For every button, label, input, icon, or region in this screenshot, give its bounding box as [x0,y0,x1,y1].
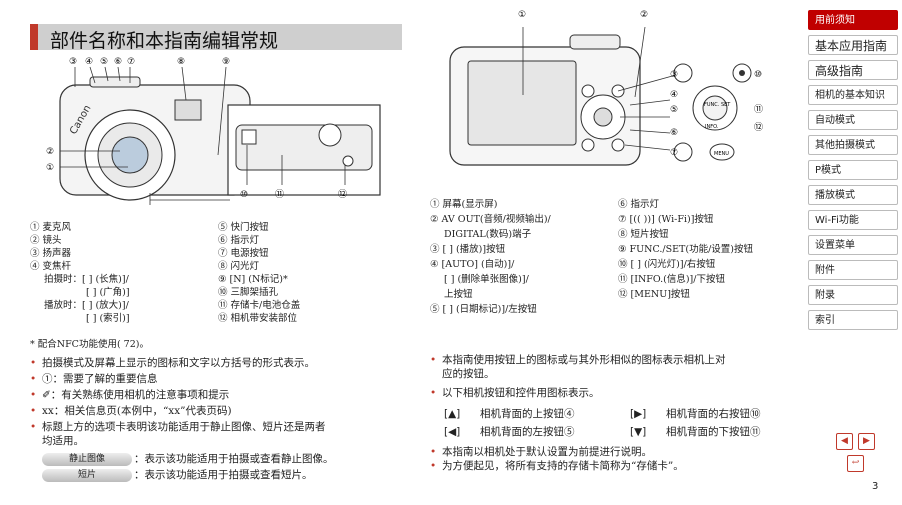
right-bullet-4: •为方便起见，将所有支持的存储卡简称为“存储卡”。 [430,460,684,472]
svg-text:②: ② [46,147,54,157]
svg-text:⑥: ⑥ [114,57,122,67]
svg-text:⑧: ⑧ [177,57,185,67]
svg-text:INFO.: INFO. [705,124,719,130]
svg-text:③: ③ [670,70,678,80]
tab-still-desc: ：表示该功能适用于拍摄或查看静止图像。 [134,453,334,465]
tab-still-image: 静止图像 [42,453,132,466]
bullet-2: •①：需要了解的重要信息 [30,373,158,385]
front-parts-list: ① 麦克风 ② 镜头 ③ 扬声器 ④ 变焦杆 拍摄时：[ ] (长焦)]/ [ … [30,222,130,324]
svg-text:①: ① [46,163,54,173]
svg-text:①: ① [518,10,526,20]
sidebar-item-advanced-guide[interactable]: 高级指南 [808,60,898,80]
svg-text:⑫: ⑫ [338,189,347,200]
back-parts-list: ① 屏幕(显示屏) ② AV OUT(音频/视频输出)/ DIGITAL(数码)… [430,199,551,315]
sidebar-item-index[interactable]: 索引 [808,310,898,330]
svg-text:③: ③ [69,57,77,67]
sidebar-item-auto-mode[interactable]: 自动模式 [808,110,898,130]
next-page-button[interactable]: ▶ [858,433,875,450]
svg-text:⑪: ⑪ [275,189,284,200]
back-button[interactable]: ↩ [847,455,864,472]
right-bullet-1: •本指南使用按钮上的图标或与其外形相似的图标表示相机上对应的按钮。 [430,354,726,380]
camera-front-illustration: Canon ③ ④ ⑤ ⑥ ⑦ ⑧ ⑨ ② ① ⑩ ⑪ ⑫ [46,57,381,205]
sidebar-item-camera-basics[interactable]: 相机的基本知识 [808,85,898,105]
title-bar [30,24,402,50]
sidebar-item-appendix[interactable]: 附录 [808,285,898,305]
svg-text:⑤: ⑤ [670,105,678,115]
button-table: [▲] 相机背面的上按钮④ [▶] 相机背面的右按钮⑩ [◀] 相机背面的左按钮… [444,408,761,438]
back-parts-list-2: ⑥ 指示灯 ⑦ [(( ))] (Wi-Fi)]按钮 ⑧ 短片按钮 ⑨ FUNC… [618,199,753,300]
svg-text:⑩: ⑩ [240,190,248,200]
svg-text:④: ④ [670,90,678,100]
svg-text:⑦: ⑦ [670,148,678,158]
sidebar-item-basic-guide[interactable]: 基本应用指南 [808,35,898,55]
svg-text:⑥: ⑥ [670,128,678,138]
camera-back-illustration: ① ② FUNC. SET INFO. MENU ③ ⑩ ④ ⑤ ⑪ ⑥ ⑫ ⑦ [449,10,763,166]
tab-movie-desc: ：表示该功能适用于拍摄或查看短片。 [134,469,313,481]
page-title: 部件名称和本指南编辑常规 [50,30,279,52]
tab-movie: 短片 [42,469,132,482]
svg-text:FUNC. SET: FUNC. SET [704,102,731,108]
right-bullet-2: •以下相机按钮和控件用图标表示。 [430,387,600,399]
page-number: 3 [872,481,879,492]
title-accent [30,24,38,50]
nfc-note: * 配合NFC功能使用( 72)。 [30,339,149,350]
sidebar-item-p-mode[interactable]: P模式 [808,160,898,180]
bullet-3: •✐：有关熟练使用相机的注意事项和提示 [30,389,230,401]
svg-text:⑤: ⑤ [100,57,108,67]
sidebar-item-wifi[interactable]: Wi-Fi功能 [808,210,898,230]
sidebar-item-other-modes[interactable]: 其他拍摄模式 [808,135,898,155]
svg-text:⑫: ⑫ [754,122,763,133]
sidebar-item-accessories[interactable]: 附件 [808,260,898,280]
bullet-4: • xx：相关信息页(本例中，“xx”代表页码) [30,405,232,417]
svg-text:⑨: ⑨ [222,57,230,67]
svg-text:MENU: MENU [714,151,729,157]
sidebar-item-before-use[interactable]: 用前须知 [808,10,898,30]
svg-text:⑩: ⑩ [754,70,762,80]
sidebar-item-playback[interactable]: 播放模式 [808,185,898,205]
svg-text:⑪: ⑪ [754,104,763,115]
bullet-5: •标题上方的选项卡表明该功能适用于静止图像、短片还是两者均适用。 [30,421,326,447]
svg-text:④: ④ [85,57,93,67]
front-parts-list-2: ⑤ 快门按钮 ⑥ 指示灯 ⑦ 电源按钮 ⑧ 闪光灯 ⑨ [N] (N标记)* ⑩… [218,222,301,324]
prev-page-button[interactable]: ◀ [836,433,853,450]
sidebar-item-setup-menu[interactable]: 设置菜单 [808,235,898,255]
svg-text:②: ② [640,10,648,20]
svg-text:⑦: ⑦ [127,57,135,67]
right-bullet-3: •本指南以相机处于默认设置为前提进行说明。 [430,446,652,458]
bullet-1: •拍摄模式及屏幕上显示的图标和文字以方括号的形式表示。 [30,357,315,369]
